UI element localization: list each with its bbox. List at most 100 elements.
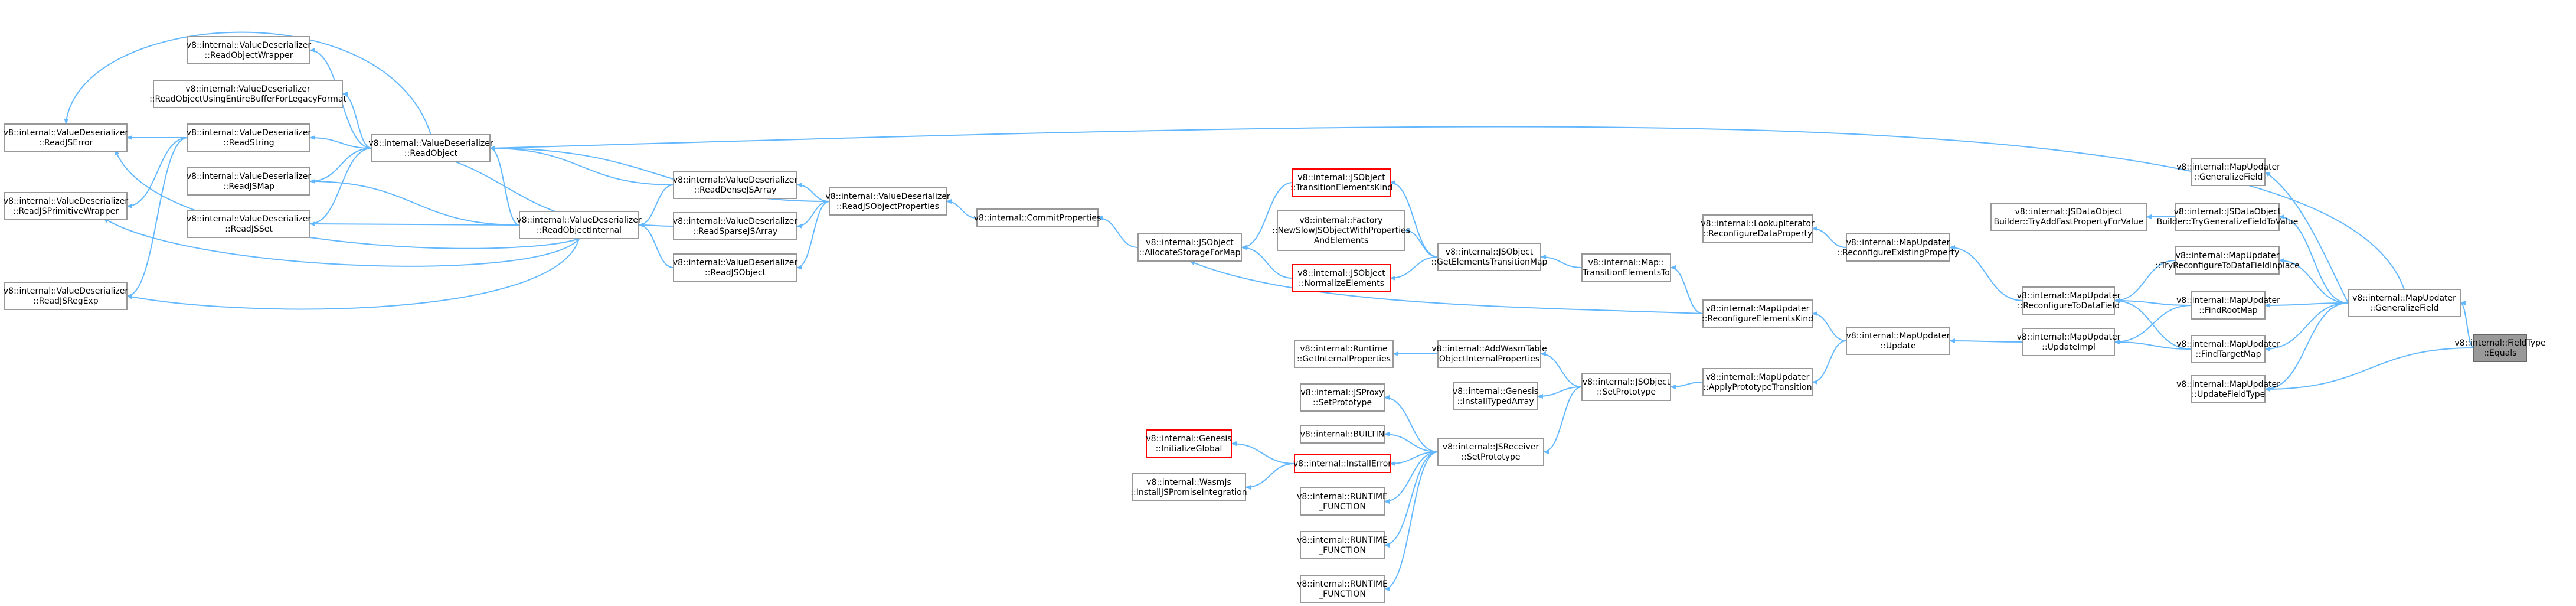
node-initializeglobal[interactable]: v8::internal::Genesis::InitializeGlobal: [1146, 429, 1232, 458]
edge-transitionelementsto-to-getelementstransitionmap: [1540, 255, 1583, 268]
node-label: v8::internal::JSReceiver: [1443, 442, 1539, 452]
node-runtime-function-3[interactable]: v8::internal::RUNTIME_FUNCTION: [1297, 575, 1388, 603]
node-jsreceiver-setprototype[interactable]: v8::internal::JSReceiver::SetPrototype: [1437, 438, 1544, 466]
node-box: [371, 134, 491, 162]
node-normalizeelements[interactable]: v8::internal::JSObject::NormalizeElement…: [1292, 264, 1391, 292]
node-generalizefield[interactable]: v8::internal::MapUpdater::GeneralizeFiel…: [2348, 289, 2461, 317]
node-readjsobject[interactable]: v8::internal::ValueDeserializer::ReadJSO…: [673, 253, 797, 282]
node-reconfigureexisting[interactable]: v8::internal::MapUpdater::ReconfigureExi…: [1837, 233, 1960, 262]
node-label: ::ReadJSError: [39, 138, 93, 148]
node-label: v8::internal::Runtime: [1300, 344, 1387, 354]
node-label: v8::internal::ValueDeserializer: [187, 41, 311, 50]
node-readjsset[interactable]: v8::internal::ValueDeserializer::ReadJSS…: [187, 210, 311, 238]
node-updateimpl[interactable]: v8::internal::MapUpdater::UpdateImpl: [2017, 328, 2121, 356]
edge-readobjectinternal-to-readjsmap: [309, 179, 520, 226]
edge-update-to-reconfigureelementskind: [1812, 311, 1847, 341]
node-label: ::InstallTypedArray: [1457, 397, 1534, 406]
node-tryreconfigure[interactable]: v8::internal::MapUpdater::TryReconfigure…: [2155, 246, 2300, 275]
node-box: [1702, 214, 1813, 243]
node-trygeneralizefieldtovalue[interactable]: v8::internal::JSDataObjectBuilder::TryGe…: [2157, 203, 2299, 231]
node-box: [2191, 158, 2266, 186]
node-label: TransitionElementsTo: [1582, 268, 1670, 278]
node-getelementstransitionmap[interactable]: v8::internal::JSObject::GetElementsTrans…: [1431, 243, 1548, 271]
node-updatefieldtype[interactable]: v8::internal::MapUpdater::UpdateFieldTyp…: [2176, 375, 2280, 403]
node-update[interactable]: v8::internal::MapUpdater::Update: [1846, 327, 1950, 355]
node-transitionelementskind[interactable]: v8::internal::JSObject::TransitionElemen…: [1290, 168, 1392, 197]
edge-readjsobjectproperties-to-readjsobject: [796, 201, 830, 270]
node-readjsmap[interactable]: v8::internal::ValueDeserializer::ReadJSM…: [187, 167, 311, 196]
node-readstring[interactable]: v8::internal::ValueDeserializer::ReadStr…: [187, 123, 311, 152]
node-findrootmap[interactable]: v8::internal::MapUpdater::FindRootMap: [2176, 291, 2280, 320]
node-transitionelementsto[interactable]: v8::internal::Map::TransitionElementsTo: [1581, 253, 1671, 282]
node-readdensejsarray[interactable]: v8::internal::ValueDeserializer::ReadDen…: [673, 171, 797, 199]
node-addwasmtable[interactable]: v8::internal::AddWasmTableObjectInternal…: [1431, 340, 1547, 368]
node-tryaddfastproperty[interactable]: v8::internal::JSDataObjectBuilder::TryAd…: [1990, 203, 2147, 231]
node-installjspromise[interactable]: v8::internal::WasmJs::InstallJSPromiseIn…: [1130, 473, 1247, 501]
node-box: [1300, 425, 1385, 444]
node-jsobject-setprototype[interactable]: v8::internal::JSObject::SetPrototype: [1581, 373, 1671, 401]
node-label: _FUNCTION: [1318, 502, 1366, 511]
node-label: v8::internal::Map::: [1588, 258, 1665, 268]
node-label: v8::internal::ValueDeserializer: [187, 172, 311, 181]
node-readobjectinternal[interactable]: v8::internal::ValueDeserializer::ReadObj…: [516, 211, 642, 239]
node-reconfigureelementskind[interactable]: v8::internal::MapUpdater::ReconfigureEle…: [1702, 299, 1813, 328]
edge-jsreceiver-setprototype-to-runtime-function-1: [1384, 451, 1439, 504]
node-label: AndElements: [1314, 236, 1369, 246]
node-runtime-function-2[interactable]: v8::internal::RUNTIME_FUNCTION: [1297, 531, 1388, 559]
node-installtypedarray[interactable]: v8::internal::Genesis::InstallTypedArray: [1453, 382, 1538, 410]
node-box: [1702, 368, 1813, 396]
node-installerror[interactable]: v8::internal::InstallError: [1293, 454, 1391, 473]
node-label: v8::internal::JSObject: [1446, 247, 1534, 257]
edge-readobject-to-readjsset: [309, 148, 372, 226]
node-generalizefield2[interactable]: v8::internal::MapUpdater::GeneralizeFiel…: [2176, 158, 2280, 186]
node-box: [976, 208, 1099, 227]
node-readjsprimitivewrapper[interactable]: v8::internal::ValueDeserializer::ReadJSP…: [4, 192, 128, 220]
node-readjsregexp[interactable]: v8::internal::ValueDeserializer::ReadJSR…: [4, 282, 128, 310]
node-readsparsejsarray[interactable]: v8::internal::ValueDeserializer::ReadSpa…: [673, 212, 797, 240]
node-readjsobjectproperties[interactable]: v8::internal::ValueDeserializer::ReadJSO…: [825, 187, 950, 216]
node-label: ::ReconfigureExistingProperty: [1837, 248, 1960, 258]
node-box: [1300, 531, 1385, 559]
edge-updateimpl-to-update: [1949, 338, 2023, 344]
node-label: ::ReadJSPrimitiveWrapper: [13, 207, 119, 216]
node-label: ::ReadObjectWrapper: [205, 51, 293, 60]
node-label: v8::internal::AddWasmTable: [1431, 344, 1547, 354]
node-label: v8::internal::MapUpdater: [2176, 251, 2280, 260]
node-label: v8::internal::ValueDeserializer: [673, 258, 797, 268]
node-label: ::GetElementsTransitionMap: [1431, 258, 1548, 267]
node-readjserror[interactable]: v8::internal::ValueDeserializer::ReadJSE…: [4, 123, 128, 152]
node-allocatestorageformap[interactable]: v8::internal::JSObject::AllocateStorageF…: [1137, 233, 1242, 262]
edge-generalizefield-to-findrootmap: [2264, 302, 2349, 308]
edge-reconfiguretodatafield-to-reconfigureexisting: [1949, 245, 2023, 301]
node-readobjectusingentire[interactable]: v8::internal::ValueDeserializer::ReadObj…: [149, 80, 346, 108]
node-readobject[interactable]: v8::internal::ValueDeserializer::ReadObj…: [368, 134, 493, 162]
node-box: [2022, 328, 2115, 356]
node-label: ::GeneralizeField: [2370, 304, 2439, 313]
node-box: [1292, 264, 1391, 292]
node-label: v8::internal::Factory: [1300, 216, 1383, 226]
node-box: [4, 123, 128, 152]
node-label: v8::internal::MapUpdater: [2176, 380, 2280, 389]
node-box: [187, 123, 310, 152]
node-readobjectwrapper[interactable]: v8::internal::ValueDeserializer::ReadObj…: [187, 36, 311, 64]
node-builtin[interactable]: v8::internal::BUILTIN: [1300, 425, 1385, 444]
node-label: v8::internal::FieldType: [2454, 338, 2545, 348]
node-box: [829, 187, 947, 216]
edge-readdensejsarray-to-readobjectinternal: [638, 184, 674, 227]
node-label: Builder::TryGeneralizeFieldToValue: [2157, 217, 2299, 227]
node-findtargetmap[interactable]: v8::internal::MapUpdater::FindTargetMap: [2176, 335, 2280, 363]
node-newslowjsobject[interactable]: v8::internal::Factory::NewSlowJSObjectWi…: [1272, 210, 1410, 251]
node-applyprototypetransition[interactable]: v8::internal::MapUpdater::ApplyPrototype…: [1702, 368, 1813, 396]
node-runtime-function-1[interactable]: v8::internal::RUNTIME_FUNCTION: [1297, 487, 1388, 516]
node-box: [1453, 382, 1538, 410]
node-getinternalproperties[interactable]: v8::internal::Runtime::GetInternalProper…: [1294, 340, 1394, 368]
node-reconfiguretodatafield[interactable]: v8::internal::MapUpdater::ReconfigureToD…: [2017, 286, 2121, 315]
node-commitproperties[interactable]: v8::internal::CommitProperties: [974, 208, 1101, 227]
node-lookupiterator[interactable]: v8::internal::LookupIterator::Reconfigur…: [1701, 214, 1815, 243]
edge-update-to-applyprototypetransition: [1812, 340, 1847, 385]
node-jsproxy-setprototype[interactable]: v8::internal::JSProxy::SetPrototype: [1300, 383, 1385, 412]
node-fieldtype-equals[interactable]: v8::internal::FieldType::Equals: [2454, 334, 2546, 362]
node-label: v8::internal::ValueDeserializer: [516, 216, 641, 225]
node-box: [4, 192, 128, 220]
node-box: [1300, 487, 1385, 516]
